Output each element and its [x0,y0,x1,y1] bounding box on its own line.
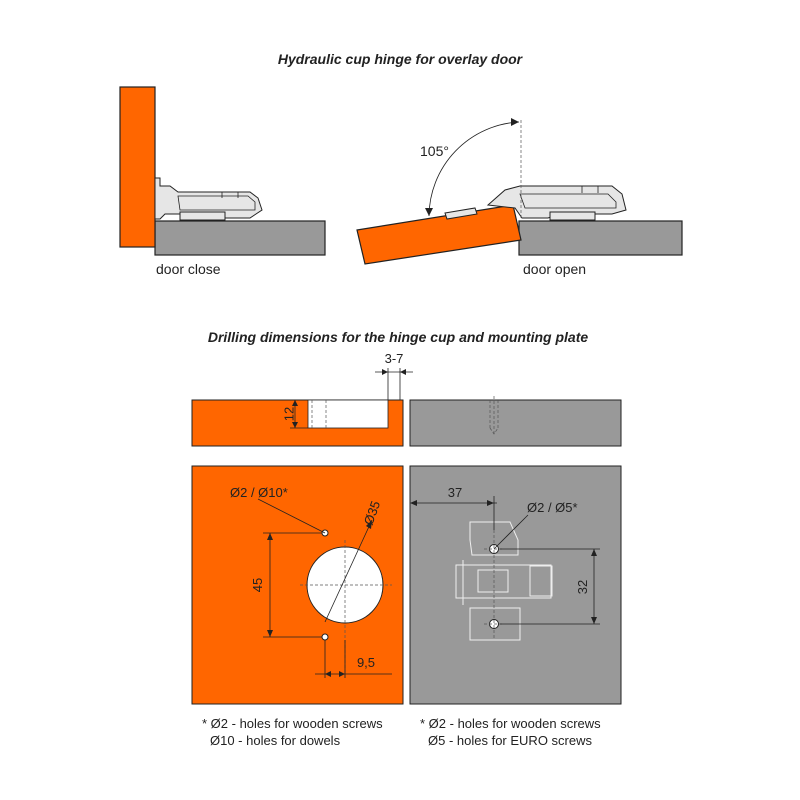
opening-angle [425,118,522,218]
door-hole-bottom [321,633,329,641]
label-plate-offset: 37 [448,485,462,500]
note-plate-1: * Ø2 - holes for wooden screws [420,716,601,731]
label-door-close: door close [156,261,221,277]
hinge-open [444,185,627,221]
cup-recess [307,399,389,429]
cabinet-face [409,465,622,705]
dim-offset [375,368,413,400]
door-panel-open [356,204,522,265]
label-depth: 12 [281,407,296,421]
dim-hole-spacing [263,532,322,638]
note-door-2: Ø10 - holes for dowels [210,733,341,748]
label-edge-offset: 9,5 [357,655,375,670]
hinge-title: Hydraulic cup hinge for overlay door [278,51,524,67]
drilling-title: Drilling dimensions for the hinge cup an… [208,329,589,345]
dim-plate-spacing [500,548,600,625]
note-plate-2: Ø5 - holes for EURO screws [428,733,592,748]
cabinet-side-open [518,220,683,256]
note-door-1: * Ø2 - holes for wooden screws [202,716,383,731]
label-hole-spacing: 45 [250,578,265,592]
label-door-open: door open [523,261,586,277]
label-holes-plate: Ø2 / Ø5* [527,500,578,515]
dim-depth [290,400,308,429]
dim-edge-offset [315,640,392,678]
label-plate-spacing: 32 [575,580,590,594]
cabinet-side-closed [154,220,326,256]
label-angle: 105° [420,143,449,159]
door-panel-closed [119,86,156,248]
cabinet-section [409,399,622,447]
mounting-plate [455,521,553,641]
screw-hole-section [489,396,499,436]
hinge-closed [154,177,263,221]
label-offset: 3-7 [385,351,404,366]
dim-plate-offset [410,496,497,530]
label-holes-door: Ø2 / Ø10* [230,485,288,500]
